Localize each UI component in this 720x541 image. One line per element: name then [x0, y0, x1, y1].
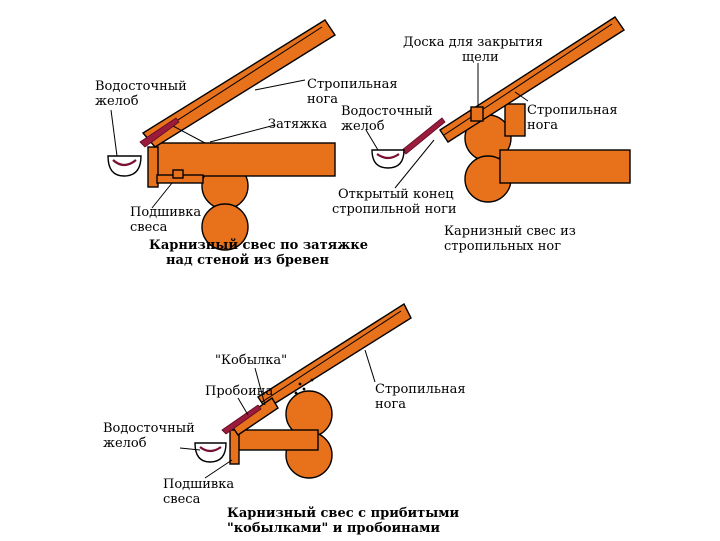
label-tie-beam: Затяжка [268, 117, 328, 132]
label-gutter-d2: Водосточный [341, 104, 433, 119]
flashing [221, 404, 262, 435]
cross-beam [499, 149, 631, 184]
label-open-end-line2: стропильной ноги [332, 202, 457, 217]
label-gutter-d2-line2: желоб [341, 119, 385, 134]
flashing [401, 117, 446, 155]
label-rafter-d1-line2: нога [307, 92, 339, 107]
diagram-1 [107, 19, 336, 251]
caption-d2: Карнизный свес из [444, 224, 576, 239]
caption-d2-line2: стропильных ног [444, 239, 562, 254]
label-soffit-d3-line2: свеса [163, 492, 201, 507]
label-soffit-d1-line2: свеса [130, 220, 168, 235]
label-filly: "Кобылка" [215, 353, 288, 368]
label-gutter-d1-line2: желоб [95, 94, 139, 109]
label-rafter-d2-line2: нога [527, 118, 559, 133]
horizontal-beam [237, 429, 319, 451]
diagram-2 [365, 16, 631, 203]
log-icon [201, 203, 249, 251]
rafter-icon [141, 19, 336, 148]
label-gutter-d3-line2: желоб [103, 436, 147, 451]
label-gutter-d3: Водосточный [103, 421, 195, 436]
caption-d1-line2: над стеной из бревен [166, 253, 330, 268]
label-closing-board-line2: щели [462, 50, 499, 65]
tie-beam [154, 142, 336, 177]
caption-d3-line2: "кобылками" и пробоинами [227, 521, 441, 536]
caption-d1: Карнизный свес по затяжке [149, 238, 369, 253]
rafter-icon [439, 16, 625, 143]
closing-board [470, 106, 484, 122]
fascia-board [147, 146, 159, 188]
label-rafter-d3: Стропильная [375, 382, 466, 397]
label-hole: Пробоина [205, 384, 274, 399]
diagram-3 [179, 302, 412, 479]
top-beam [504, 103, 526, 137]
label-closing-board: Доска для закрытия [403, 35, 543, 50]
label-rafter-d1: Стропильная [307, 77, 398, 92]
soffit-block [172, 169, 184, 179]
label-rafter-d3-line2: нога [375, 397, 407, 412]
label-rafter-d2: Стропильная [527, 103, 618, 118]
flashing [139, 117, 180, 148]
label-soffit-d1: Подшивка [130, 205, 202, 220]
label-soffit-d3: Подшивка [163, 477, 235, 492]
label-open-end: Открытый конец [338, 187, 454, 202]
label-gutter-d1: Водосточный [95, 79, 187, 94]
gutter-icon [194, 442, 227, 463]
caption-d3: Карнизный свес с прибитыми [227, 506, 460, 521]
